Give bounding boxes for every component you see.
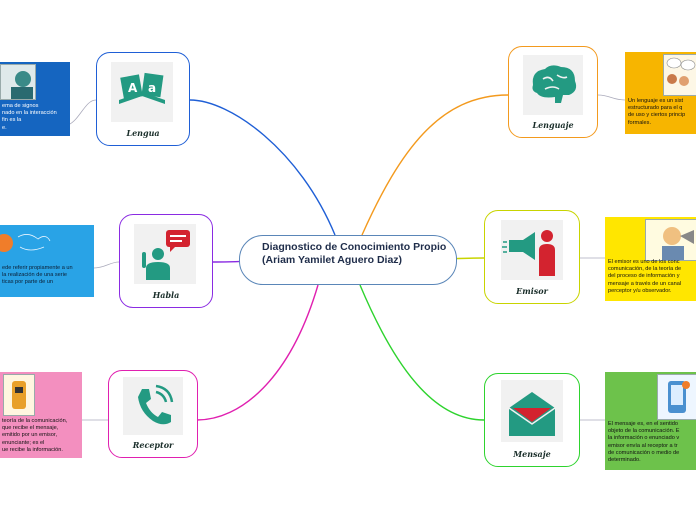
note-line: Un lenguaje es un sist <box>628 98 684 104</box>
note-line: la realización de una serie <box>2 272 67 279</box>
link-receptor <box>196 284 319 421</box>
note-line: ue recibe la información. <box>2 446 63 453</box>
topic-mensaje[interactable]: Mensaje <box>484 373 580 467</box>
svg-text:A: A <box>128 81 138 95</box>
topic-receptor[interactable]: Receptor <box>108 370 198 458</box>
note-line: de uso y ciertos princip <box>628 112 686 119</box>
note-line: fin es la <box>2 117 22 124</box>
note-line: enunciante; es el <box>2 439 45 446</box>
topic-label: Receptor <box>132 440 174 450</box>
note-line: perceptor y/u observador. <box>608 287 672 294</box>
central-topic-title: Diagnostico de Conocimiento Propio (Aria… <box>262 241 447 266</box>
topic-label: Habla <box>152 290 180 300</box>
note-image <box>663 54 696 96</box>
note-image <box>3 374 35 416</box>
note-image <box>0 229 52 259</box>
note-line: que recibe el mensaje, <box>2 425 59 432</box>
speech-person-icon <box>134 224 196 284</box>
link-lengua <box>189 99 336 236</box>
note-line: objeto de la comunicación. E <box>608 428 680 435</box>
note-line: la información o enunciado v <box>608 435 680 442</box>
topic-label: Emisor <box>516 286 548 296</box>
link-lenguaje <box>361 94 509 236</box>
svg-text:a: a <box>148 81 156 95</box>
topic-lengua[interactable]: A a Lengua <box>96 52 190 146</box>
note-lengua: ema de signos nado en la interacción fin… <box>0 62 70 136</box>
note-line: ema de signos <box>2 103 39 109</box>
note-line: formales. <box>628 119 652 126</box>
note-lenguaje: Un lenguaje es un sist estructurado para… <box>625 52 696 134</box>
topic-lenguaje[interactable]: Lenguaje <box>508 46 598 138</box>
note-image <box>657 374 696 420</box>
note-line: nado en la interacción <box>2 110 57 117</box>
topic-label: Lengua <box>126 128 160 138</box>
note-receptor: teoría de la comunicación, que recibe el… <box>0 372 82 458</box>
envelope-icon <box>501 380 563 442</box>
note-line: El emisor es uno de los conc <box>608 259 680 265</box>
note-line: El mensaje es, en el sentido <box>608 421 678 427</box>
topic-habla[interactable]: Habla <box>119 214 213 308</box>
note-line: ede referir propiamente a un <box>2 265 73 271</box>
note-emisor: El emisor es uno de los conc comunicació… <box>605 217 696 301</box>
note-line: teoría de la comunicación, <box>2 418 68 424</box>
link-note-habla <box>93 261 120 269</box>
link-note-lenguaje <box>597 94 626 101</box>
note-line: emisor envía al receptor a tr <box>608 442 678 449</box>
note-image <box>0 64 36 100</box>
note-line: de comunicación o medio de <box>608 449 680 456</box>
note-habla: ede referir propiamente a un la realizac… <box>0 225 94 297</box>
topic-emisor[interactable]: Emisor <box>484 210 580 304</box>
note-image <box>645 219 696 261</box>
note-line: ticas por parte de un <box>2 279 53 286</box>
note-line: del proceso de información y <box>608 273 680 280</box>
central-topic[interactable]: Diagnostico de Conocimiento Propio (Aria… <box>239 235 457 285</box>
note-line: emitido por un emisor, <box>2 432 58 439</box>
note-mensaje: El mensaje es, en el sentido objeto de l… <box>605 372 696 470</box>
link-mensaje <box>359 284 485 421</box>
note-line: determinado. <box>608 457 641 464</box>
link-note-lengua <box>67 99 97 126</box>
topic-label: Lenguaje <box>532 120 574 130</box>
book-icon: A a <box>111 62 173 122</box>
note-line: estructurado para el q <box>628 105 683 112</box>
phone-icon <box>123 377 183 435</box>
note-line: mensaje a través de un canal <box>608 280 682 287</box>
note-line: e. <box>2 124 7 131</box>
brain-icon <box>523 55 583 115</box>
megaphone-person-icon <box>501 220 563 280</box>
topic-label: Mensaje <box>513 449 551 459</box>
note-line: comunicación, de la teoría de <box>608 266 682 273</box>
